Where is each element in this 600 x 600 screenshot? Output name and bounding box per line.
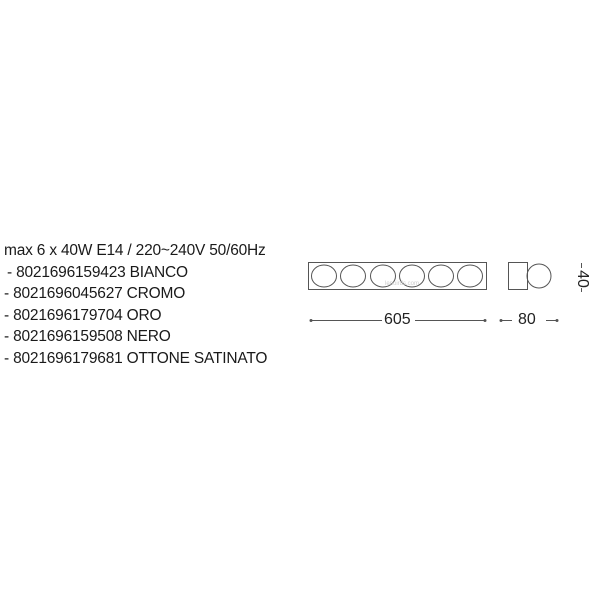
side-view [508, 262, 552, 290]
bulb-1 [311, 264, 337, 288]
height-dimension-label: 40 [572, 270, 591, 288]
width-dimension-label: 605 [384, 311, 411, 329]
depth-dimension-label: 80 [518, 311, 536, 329]
spec-list: max 6 x 40W E14 / 220~240V 50/60Hz - 802… [4, 240, 267, 369]
watermark: lenoirds.com [385, 281, 419, 287]
bulb-3 [370, 264, 396, 288]
width-dimension-line [309, 319, 487, 322]
bulb-5 [428, 264, 454, 288]
bulb-2 [340, 264, 366, 288]
side-mount-outline [508, 262, 528, 290]
variant-ottone-satinato: - 8021696179681 OTTONE SATINATO [4, 349, 268, 367]
depth-dimension-line [499, 319, 559, 322]
fixture-body-outline [308, 262, 487, 290]
power-spec: max 6 x 40W E14 / 220~240V 50/60Hz [4, 242, 266, 259]
variant-oro: - 8021696179704 ORO [4, 306, 162, 324]
variant-nero: - 8021696159508 NERO [4, 328, 171, 345]
variant-bianco: - 8021696159423 BIANCO [7, 263, 188, 281]
side-bulb [526, 263, 552, 289]
bulb-4 [399, 264, 425, 288]
variant-cromo: - 8021696045627 CROMO [4, 285, 186, 302]
front-view [308, 262, 487, 290]
bulb-6 [457, 264, 483, 288]
